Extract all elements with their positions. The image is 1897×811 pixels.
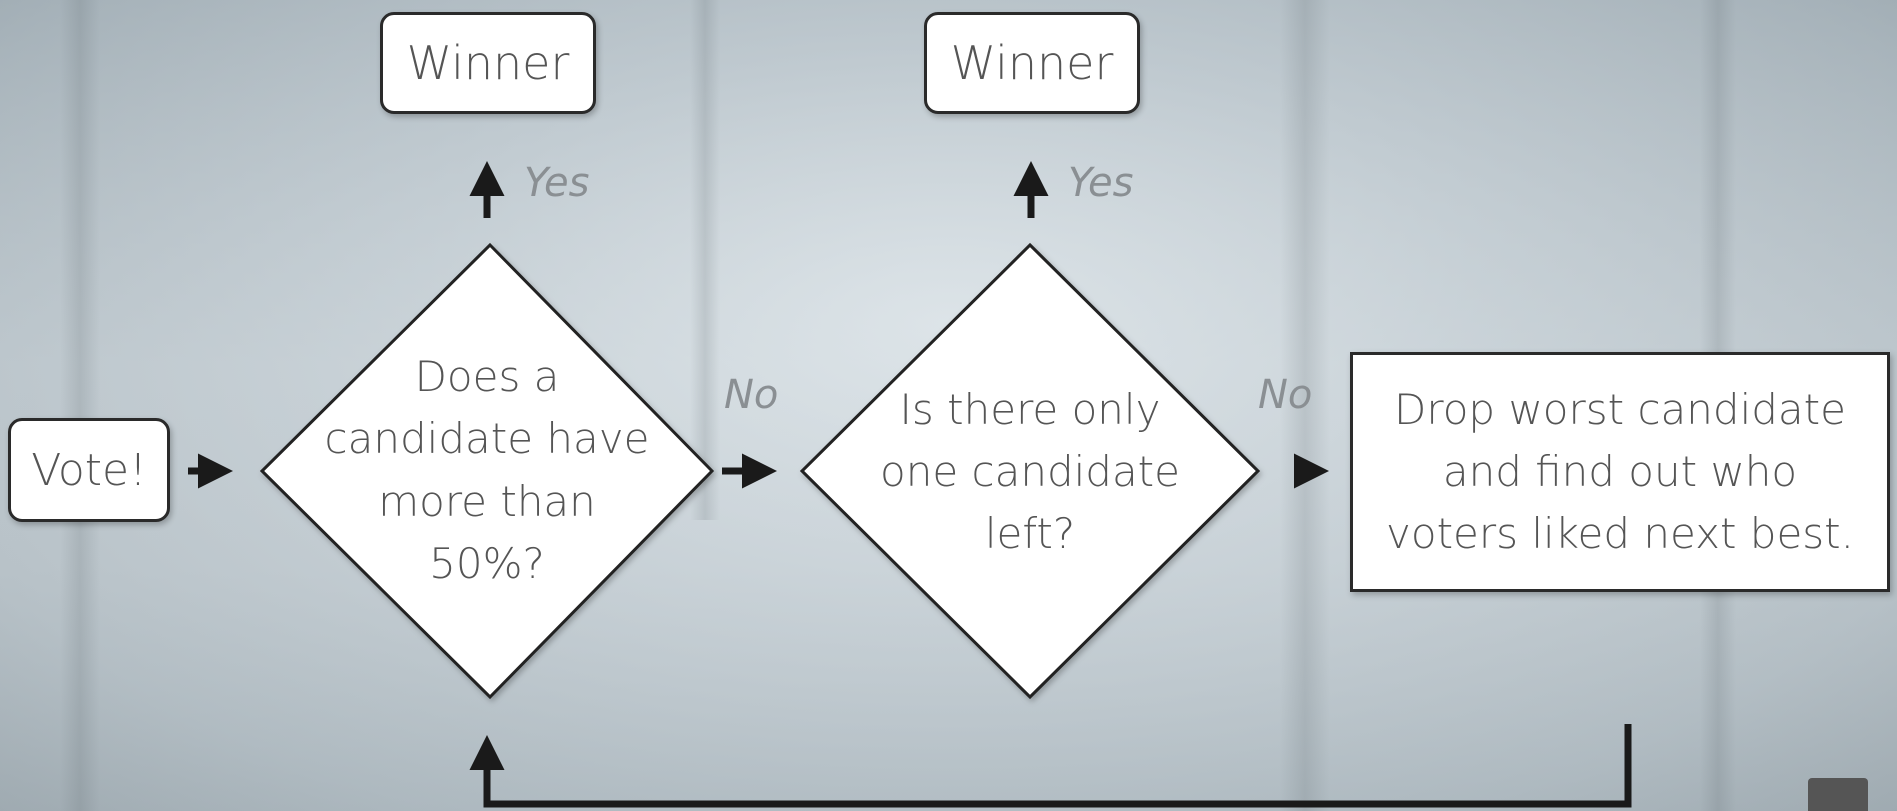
decision-one-left-line-3: left? [985, 509, 1075, 558]
decision-one-left-diamond [799, 242, 1261, 700]
background-tree-trunk [60, 0, 100, 811]
decision-one-left-line-1: Is there only [900, 385, 1161, 434]
decision-one-left-line-2: one candidate [880, 447, 1180, 496]
drop-worst-candidate-box: Drop worst candidate and find out who vo… [1350, 352, 1890, 592]
decision-majority-line-1: Does a [415, 352, 560, 401]
drop-box-line-2: and find out who [1442, 447, 1798, 496]
drop-box-line-1: Drop worst candidate [1394, 385, 1846, 434]
loop-back-line [469, 724, 1632, 808]
yes-label-left: Yes [524, 160, 590, 206]
decision-one-left-text: Is there only one candidate left? [880, 385, 1180, 558]
no-label-left: No [724, 372, 779, 418]
yes-label-right: Yes [1068, 160, 1134, 206]
decision-majority-text: Does a candidate have more than 50%? [325, 352, 650, 588]
winner-box-right: Winner [924, 12, 1140, 114]
vote-box: Vote! [8, 418, 170, 522]
decision-majority-line-3: more than [378, 477, 596, 526]
background-tree-trunk [690, 0, 720, 520]
background-tree-trunk [1280, 0, 1330, 811]
decision-majority-line-4: 50%? [429, 539, 545, 588]
drop-box-line-3: voters liked next best. [1386, 509, 1854, 558]
winner-box-left: Winner [380, 12, 596, 114]
decision-majority-line-2: candidate have [325, 414, 650, 463]
decision-majority-diamond [259, 242, 715, 700]
no-label-right: No [1258, 372, 1313, 418]
corner-logo-icon [1808, 778, 1868, 811]
